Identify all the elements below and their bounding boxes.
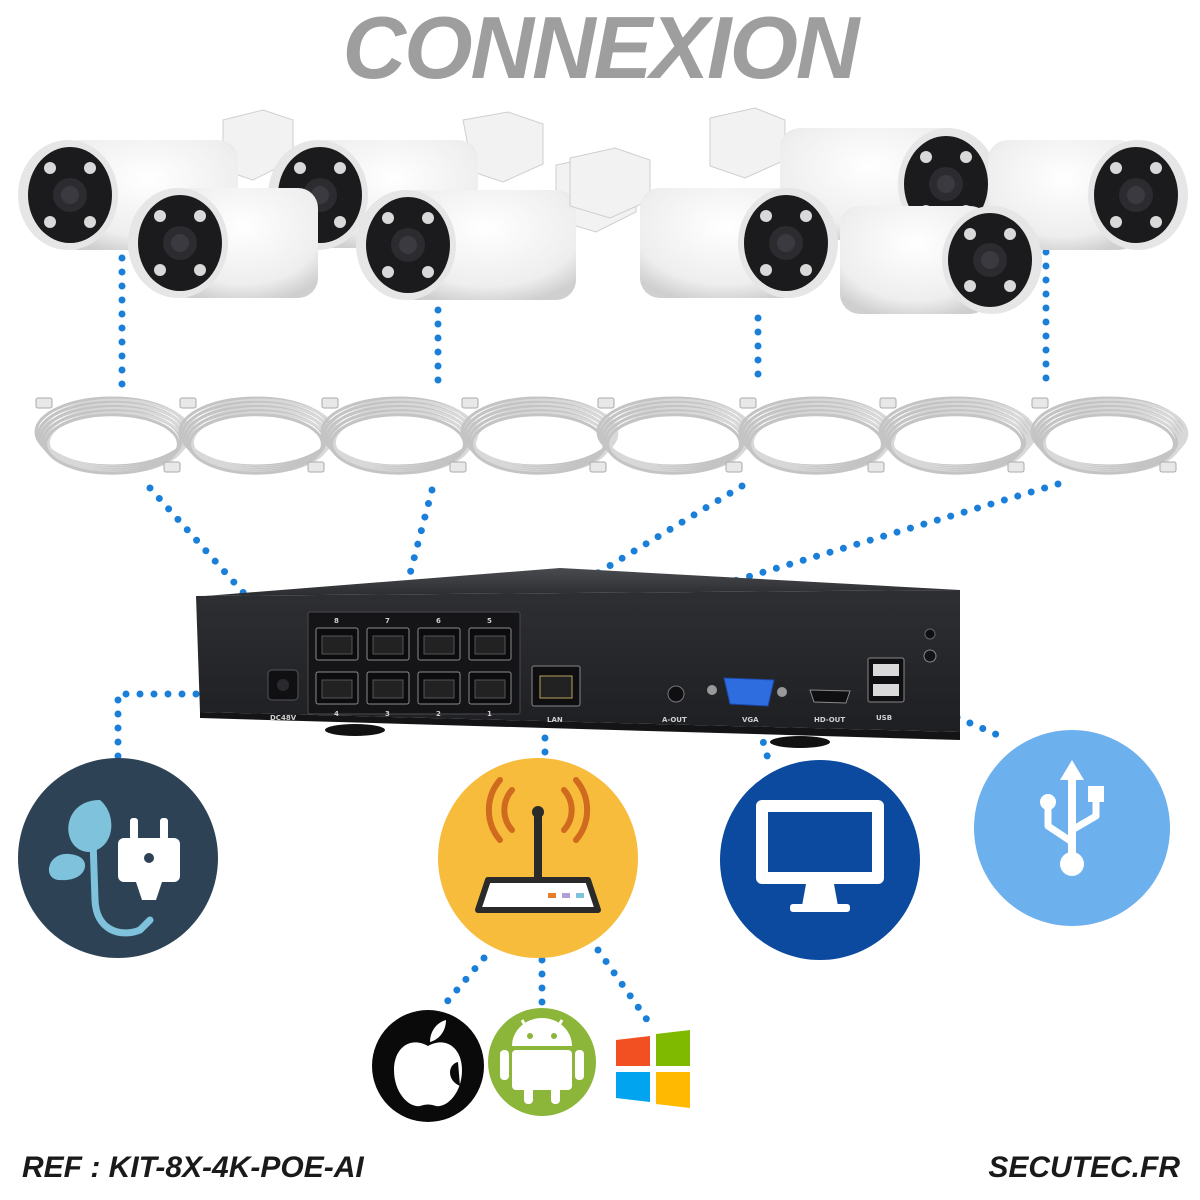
poe-port-number: 5: [487, 617, 492, 625]
vga-port-label: VGA: [742, 716, 759, 724]
poe-port-number: 1: [487, 710, 492, 718]
poe-port-number: 7: [385, 617, 390, 625]
power-port-label: DC48V: [270, 714, 297, 722]
product-reference: REF : KIT-8X-4K-POE-AI: [22, 1151, 364, 1184]
usb-icon: [974, 730, 1170, 926]
connection-line: [594, 946, 654, 1028]
website-name: SECUTEC.FR: [988, 1151, 1180, 1184]
page-title: CONNEXION: [342, 0, 860, 97]
lan-port-label: LAN: [547, 716, 563, 724]
poe-port-number: 8: [334, 617, 339, 625]
camera-7: [569, 147, 838, 298]
usb-port-label: USB: [876, 714, 892, 722]
cable-coil: [596, 396, 755, 475]
poe-port-number: 4: [334, 710, 339, 718]
cable-coil: [460, 396, 619, 475]
camera-row: [18, 107, 1188, 314]
audio-out-label: A-OUT: [662, 716, 687, 724]
cable-coil: [1030, 396, 1189, 475]
cable-coil: [738, 396, 897, 475]
wifi-router-icon: [438, 758, 638, 958]
connection-line: [516, 480, 1062, 649]
nvr-recorder: 8 4 7 3 6 2 5 1 DC48V LAN A-OUT VGA HD-OUT USB: [196, 568, 960, 748]
connection-line: [436, 954, 488, 1014]
hdmi-port: [809, 689, 851, 704]
power-plug-leaf-icon: [18, 758, 218, 958]
cable-coil: [878, 396, 1037, 475]
vga-port: [723, 677, 775, 707]
cable-coil: [320, 396, 479, 475]
camera-8: [840, 206, 1042, 314]
poe-port-number: 2: [436, 710, 441, 718]
monitor-icon: [720, 760, 920, 960]
camera-5: [128, 188, 318, 298]
windows-icon: [616, 1030, 690, 1108]
ethernet-cable-coils: [34, 396, 1189, 475]
hdmi-port-label: HD-OUT: [814, 716, 845, 724]
poe-port-number: 3: [385, 710, 390, 718]
camera-6: [356, 154, 637, 300]
connection-lines: [114, 240, 1062, 1028]
poe-port-number: 6: [436, 617, 441, 625]
android-icon: [488, 1008, 596, 1116]
cable-coil: [178, 396, 337, 475]
connection-line: [876, 680, 1004, 740]
audio-out-port: [667, 685, 685, 703]
apple-icon: [372, 1010, 484, 1122]
cable-coil: [34, 396, 193, 475]
